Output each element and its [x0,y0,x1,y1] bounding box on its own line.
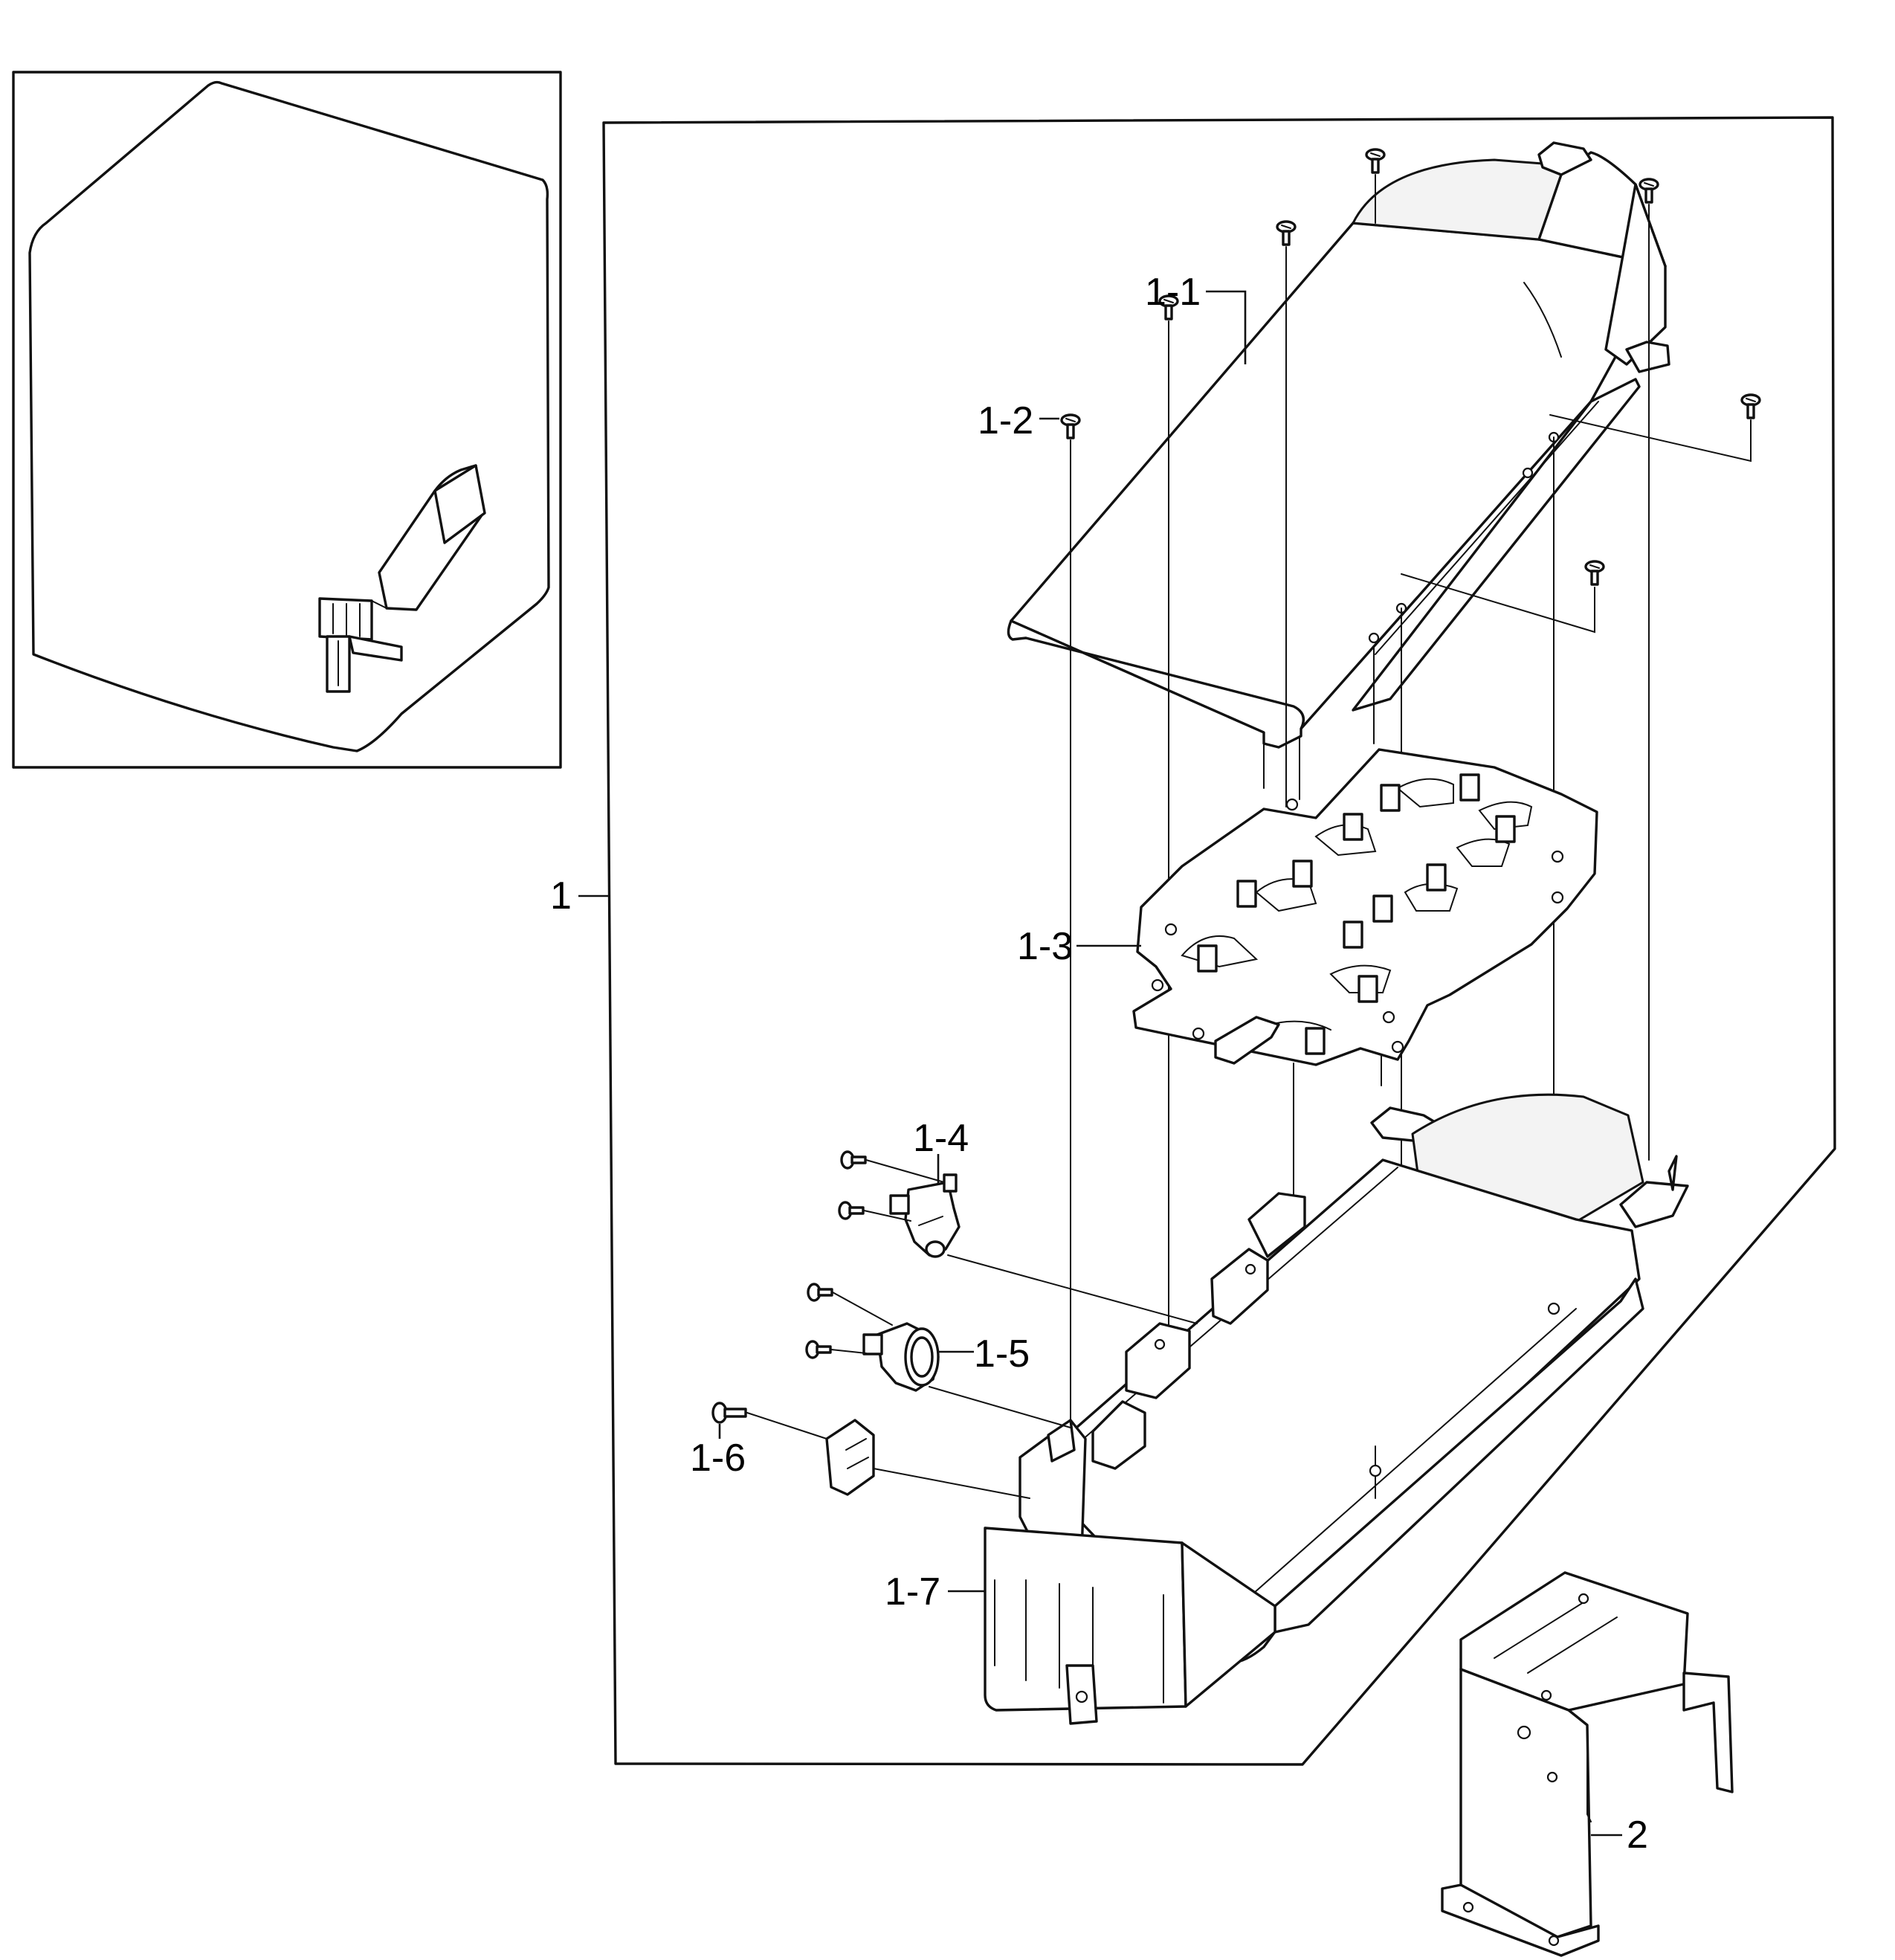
label-1-2: 1-2 [978,399,1033,442]
duct-cover-1-1 [1007,141,1670,800]
inset-frame [12,71,562,769]
clip-1-6 [825,1419,875,1496]
screw-icon [1158,294,1179,320]
screw-icon [1584,560,1605,586]
label-1-3: 1-3 [1017,925,1073,968]
screw-icon [1365,148,1386,174]
heater-plate-1-3 [1132,748,1598,1066]
label-1-4: 1-4 [913,1117,969,1160]
assembly-frame [602,116,1836,1766]
thermostat-screws-1-5 [805,1283,1071,1428]
inset-dryer-body [28,80,550,752]
label-2: 2 [1627,1814,1648,1857]
leader-1-1 [1206,290,1247,364]
thermostat-1-4 [889,1173,961,1258]
thermostat-screws-1-4 [838,1150,1198,1324]
mounting-bracket-2 [1441,1571,1734,1957]
label-1-6: 1-6 [690,1437,746,1480]
label-1-7: 1-7 [885,1570,940,1614]
inset-locator-view [12,71,562,769]
screw-icon [1060,413,1081,439]
thermostat-1-5 [862,1322,940,1392]
label-1-5: 1-5 [974,1332,1030,1376]
heater-housing-1-7 [984,1093,1689,1725]
label-1: 1 [550,874,572,918]
screw-icon-1-6 [711,1402,747,1424]
screw-icons-1-2 [1060,148,1761,586]
label-1-1: 1-1 [1145,271,1201,314]
clip-guide-lines [746,1412,1030,1499]
screw-icon [1639,178,1659,204]
inset-heater-assembly [318,464,486,693]
screw-icon [1276,220,1297,246]
screw-icon [1740,393,1761,419]
